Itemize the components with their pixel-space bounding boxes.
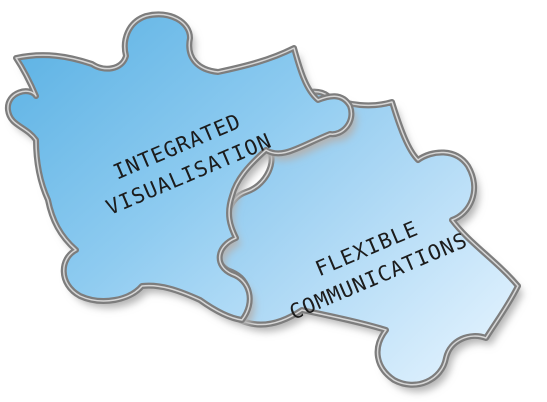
puzzle-piece-inner-edge [7, 13, 353, 321]
puzzle-piece-flexible-communications: FLEXIBLE COMMUNICATIONS [215, 88, 523, 392]
